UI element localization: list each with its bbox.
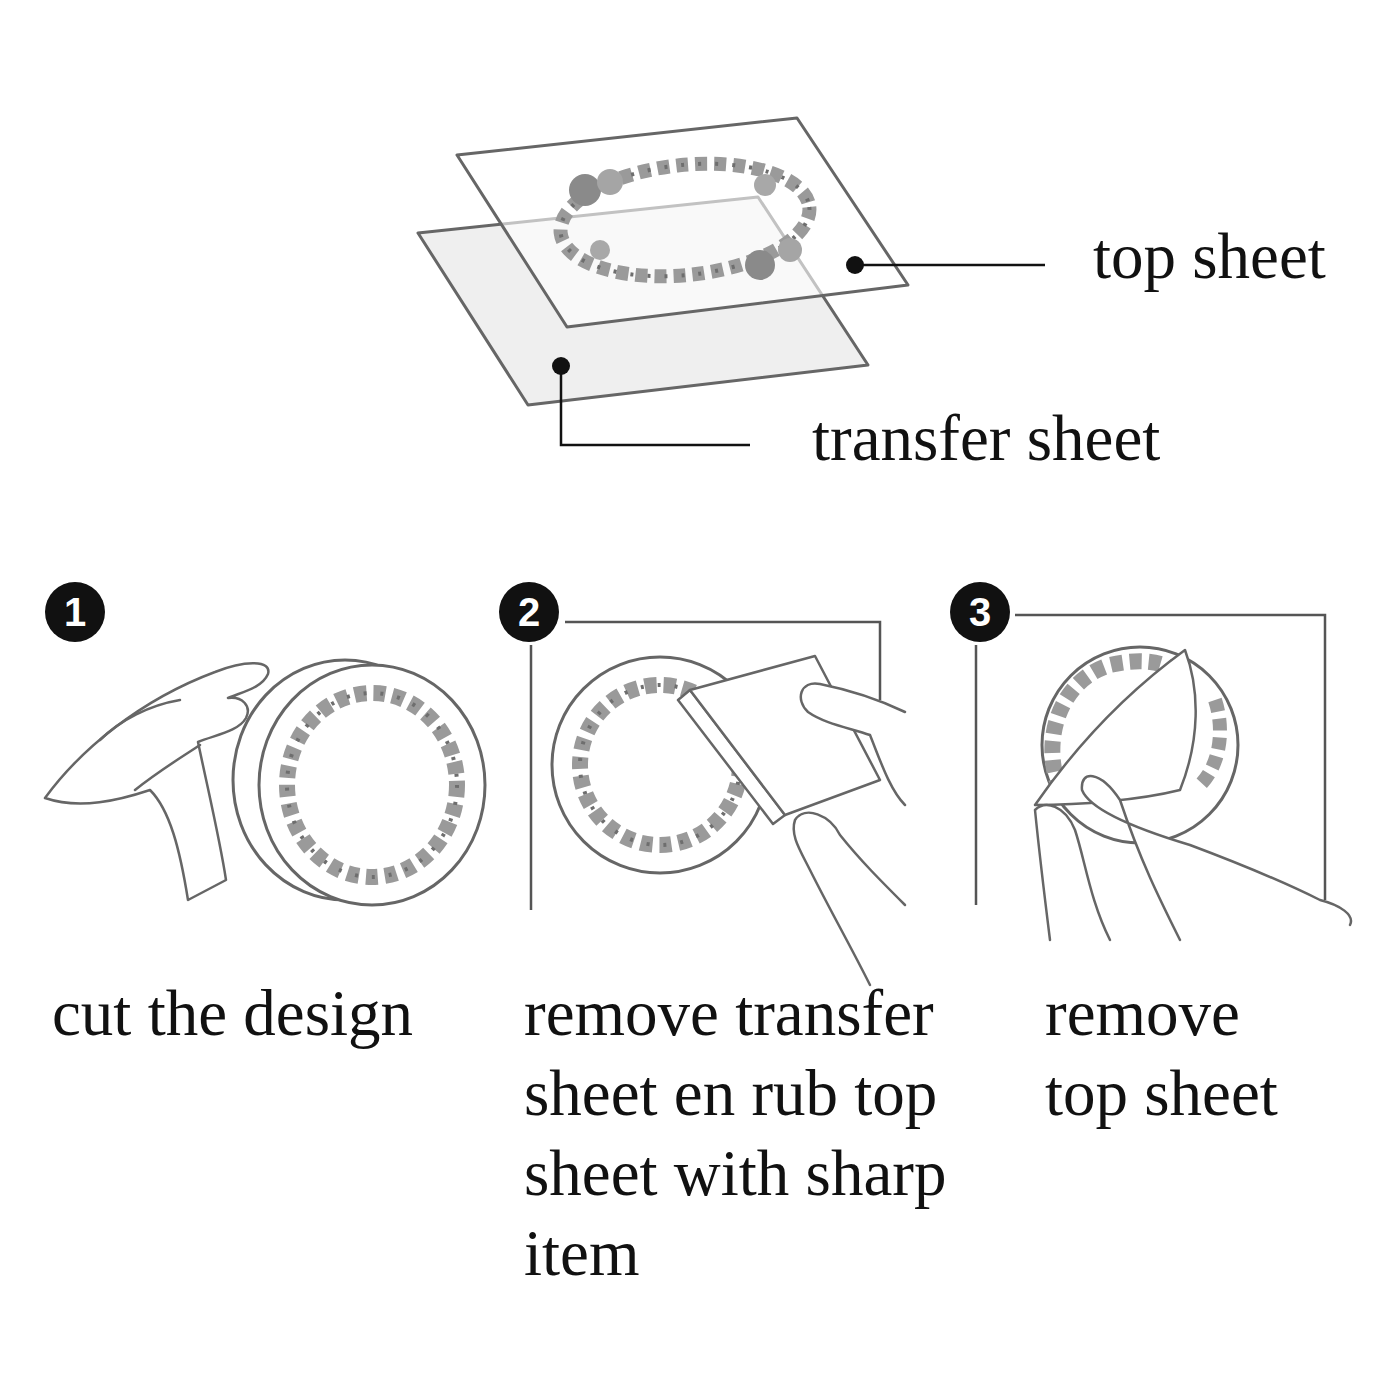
step-frame: [975, 645, 978, 905]
step-number: 3: [950, 582, 1010, 642]
flower-wreath: [778, 238, 802, 262]
flower-wreath: [597, 169, 623, 195]
flower-wreath: [569, 174, 601, 206]
flower-wreath: [1200, 700, 1220, 785]
sheet-illustration: [418, 118, 908, 405]
flower-wreath: [590, 240, 610, 260]
disk-illustration: [259, 665, 485, 905]
leader-line: [855, 264, 1045, 267]
hand-illustration: [1035, 776, 1351, 940]
top-sheet-flap: [1035, 650, 1196, 805]
part-label: top sheet: [1093, 216, 1326, 296]
leader-dot: [552, 357, 570, 375]
flower-wreath: [745, 250, 775, 280]
flower-wreath: [754, 174, 776, 196]
flower-wreath: [555, 152, 815, 288]
transfer-sheet-piece: [678, 656, 880, 824]
hand-illustration: [1035, 805, 1110, 940]
step-caption: remove top sheet: [1045, 973, 1307, 1133]
callout-number: 2: [518, 592, 540, 632]
hand-illustration: [45, 663, 268, 900]
disk-illustration: [233, 660, 485, 905]
flower-wreath: [287, 693, 457, 877]
callout-number: 1: [64, 592, 86, 632]
flower-wreath: [555, 152, 815, 288]
hand-illustration: [45, 663, 268, 900]
flower-wreath: [287, 693, 457, 877]
hand-illustration: [794, 683, 905, 985]
flower-wreath: [287, 693, 457, 877]
callout-number: 3: [969, 592, 991, 632]
step-number: 1: [45, 582, 105, 642]
hand-illustration: [100, 700, 180, 740]
hand-illustration: [1082, 776, 1351, 940]
part-label: transfer sheet: [812, 398, 1160, 478]
leader-dot: [846, 256, 864, 274]
step-caption: cut the design: [52, 973, 413, 1053]
hand-illustration: [135, 745, 200, 790]
step-caption: remove transfer sheet en rub top sheet w…: [524, 973, 994, 1293]
flower-wreath: [555, 152, 815, 288]
hand-illustration: [801, 683, 905, 805]
top-sheet-flap: [1035, 650, 1196, 805]
hand-illustration: [794, 813, 905, 985]
step-frame: [530, 645, 533, 910]
sheet-illustration: [457, 118, 908, 327]
leader-dot: [552, 256, 864, 375]
step-number: 2: [499, 582, 559, 642]
leader-line: [561, 366, 750, 445]
transfer-sheet-piece: [690, 656, 880, 815]
